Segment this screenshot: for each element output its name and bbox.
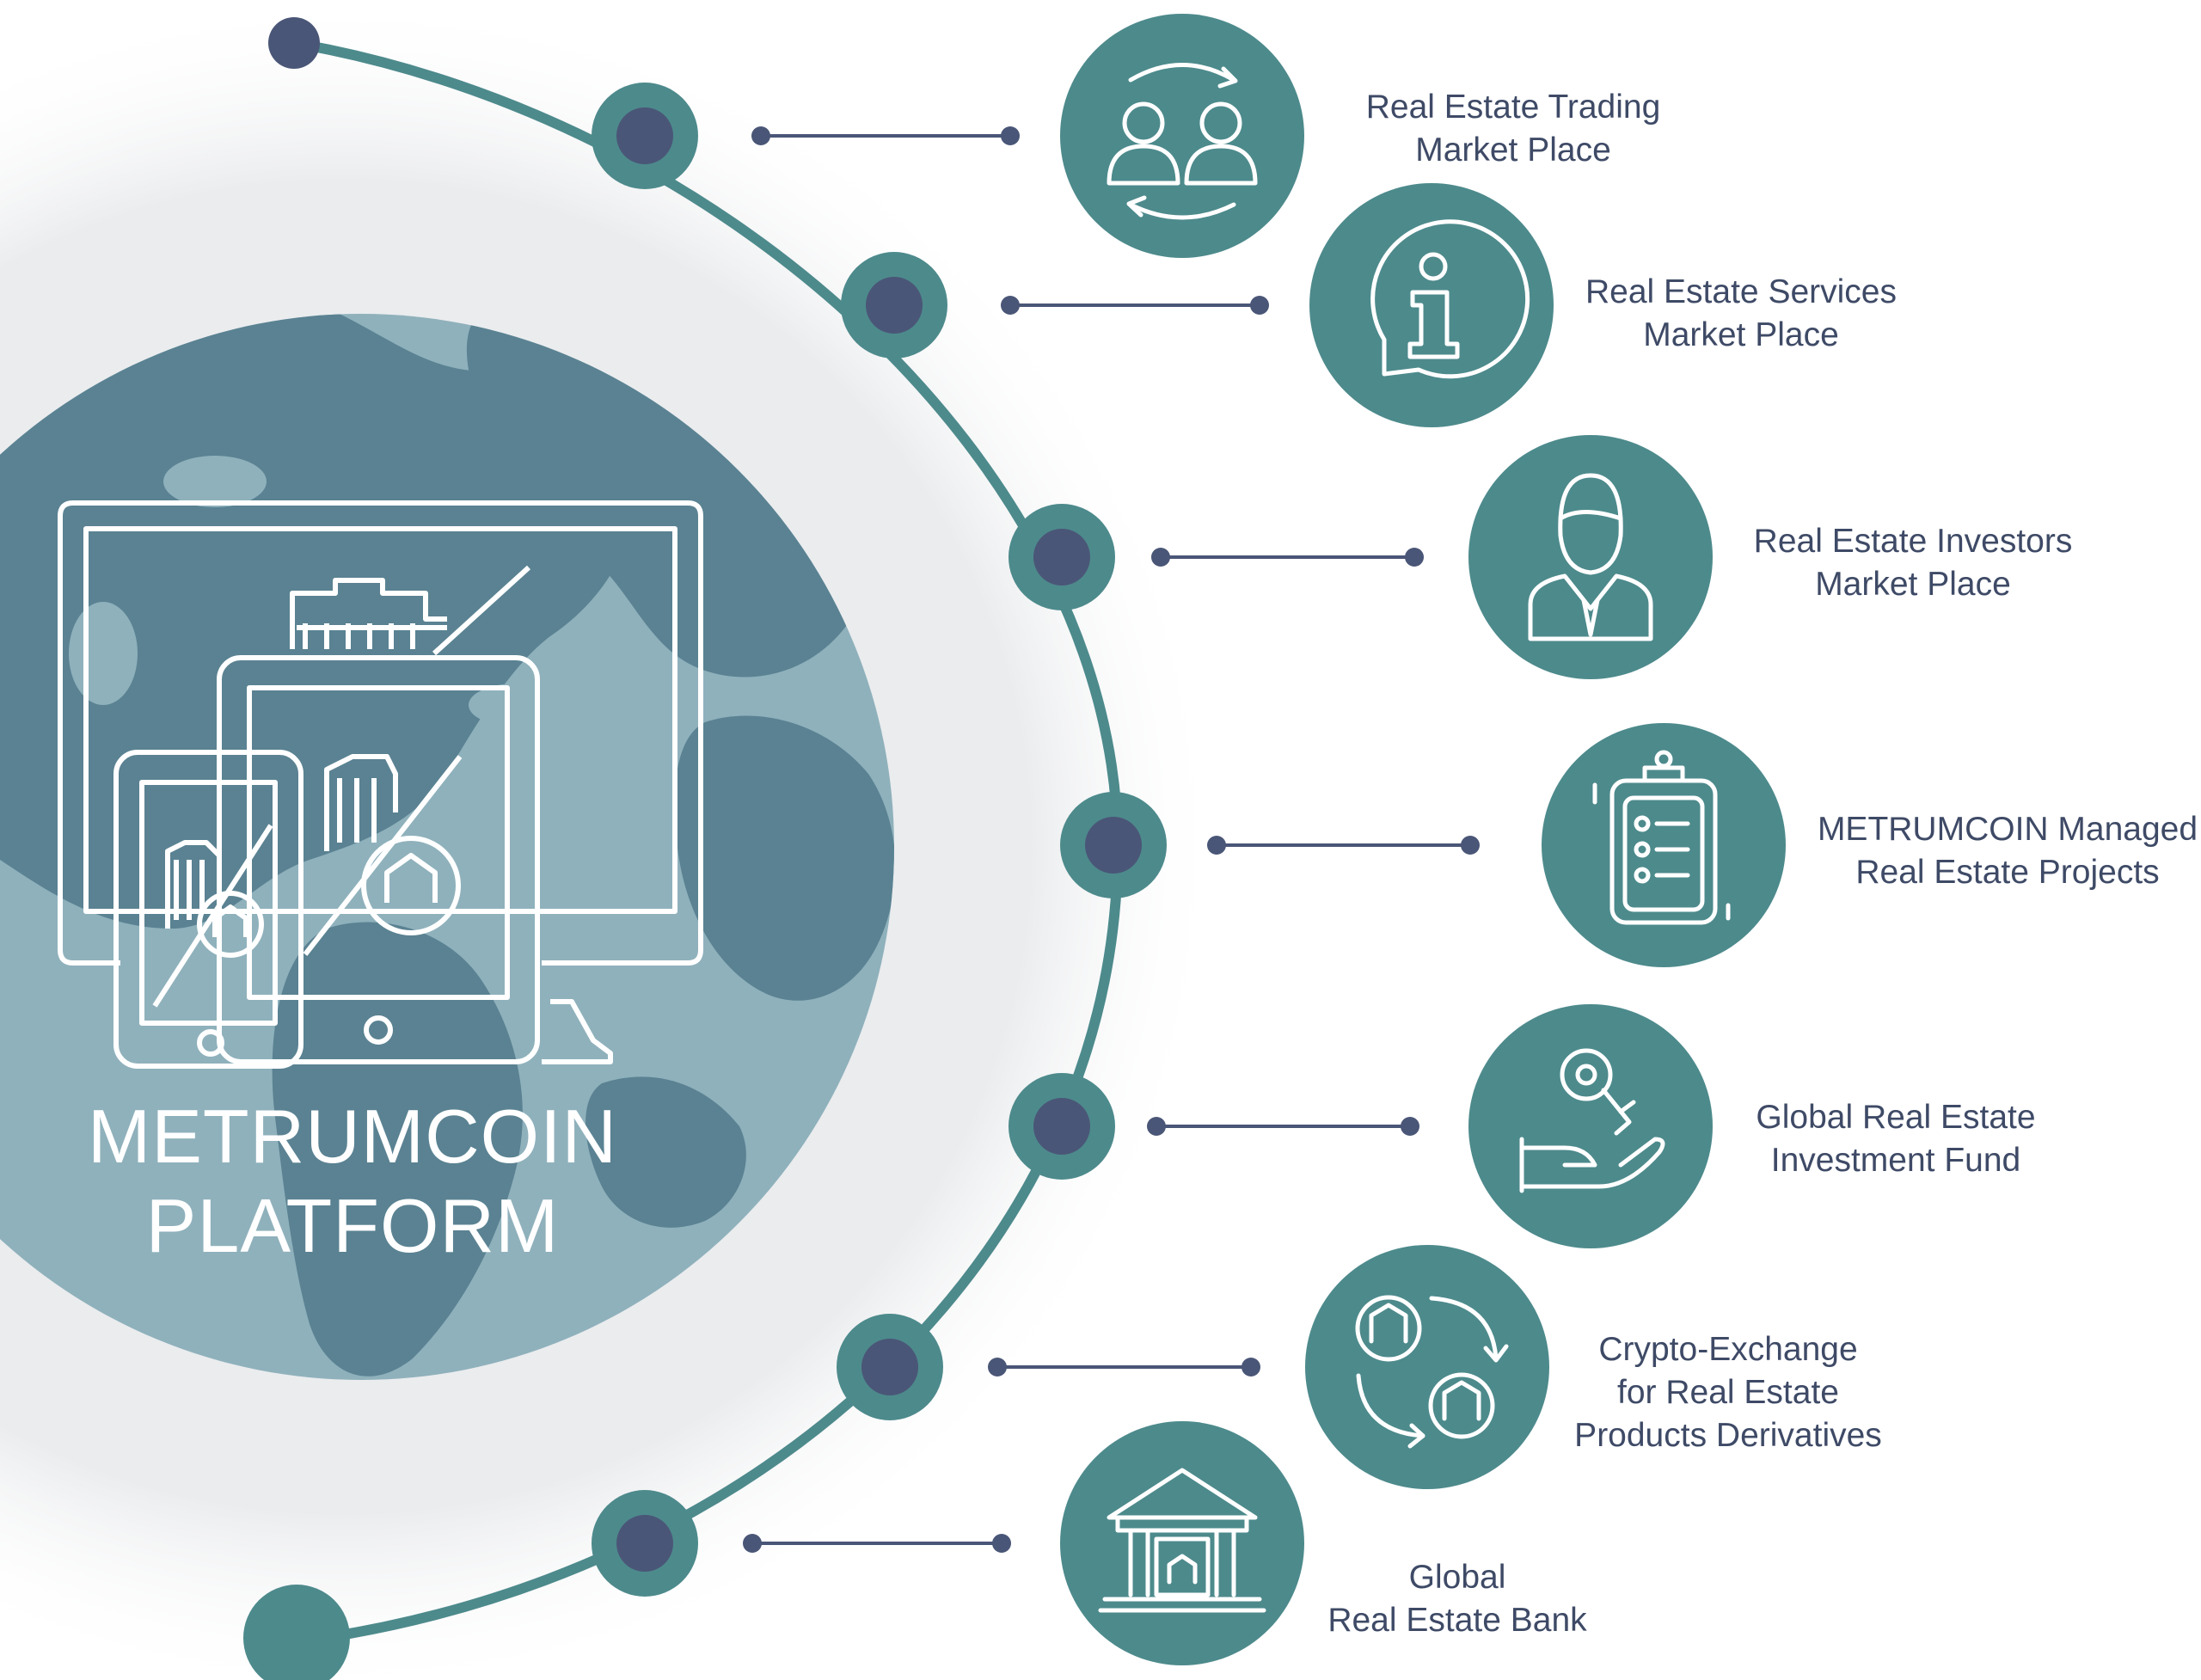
node-label-line: Real Estate Investors [1753, 523, 2073, 560]
traders-exchange-icon [1060, 14, 1304, 258]
investor-icon [1468, 435, 1713, 679]
node-label-line: Market Place [1415, 132, 1611, 169]
coin-exchange-icon [1305, 1245, 1549, 1489]
arc-node-dot [592, 1490, 698, 1597]
arc-node-dot [1060, 792, 1167, 898]
node-2 [841, 183, 1554, 427]
bank-building-icon [1060, 1421, 1304, 1665]
arc-node-dot [592, 83, 698, 189]
arc-end-dot [243, 1585, 350, 1680]
node-label-line: Products Derivatives [1574, 1417, 1882, 1454]
clipboard-checklist-icon [1542, 723, 1786, 967]
arc-node-dot [841, 252, 947, 359]
node-label-line: for Real Estate [1617, 1374, 1839, 1411]
platform-title-line-2: PLATFORM [145, 1183, 560, 1268]
node-label-line: Real Estate Bank [1327, 1602, 1587, 1639]
node-label-line: METRUMCOIN Managed [1817, 811, 2198, 848]
arc-node-dot [837, 1314, 943, 1420]
node-3 [1009, 435, 1713, 679]
connector-line [1151, 548, 1424, 567]
node-label-line: Global Real Estate [1756, 1099, 2036, 1136]
hand-key-icon [1468, 1004, 1713, 1248]
connector-line [751, 126, 1020, 145]
node-label-line: Crypto-Exchange [1598, 1331, 1858, 1368]
node-4 [1060, 723, 1786, 967]
node-label-line: Real Estate Trading [1365, 89, 1661, 126]
node-6 [837, 1245, 1549, 1489]
node-label-line: Market Place [1815, 566, 2011, 603]
info-bubble-icon [1309, 183, 1554, 427]
node-1 [592, 14, 1304, 258]
node-label-line: Real Estate Services [1585, 273, 1897, 310]
arc-node-dot [1009, 1073, 1115, 1180]
devices-illustration [58, 500, 703, 1069]
node-label-line: Global [1408, 1559, 1506, 1596]
connector-line [1147, 1117, 1419, 1136]
connector-line [743, 1534, 1011, 1553]
arc-start-dot [268, 17, 320, 69]
node-7 [592, 1421, 1304, 1665]
node-label-line: Investment Fund [1770, 1142, 2021, 1179]
connector-line [988, 1358, 1260, 1376]
node-5 [1009, 1004, 1713, 1248]
node-label-line: Real Estate Projects [1855, 854, 2160, 891]
node-label-line: Market Place [1643, 316, 1839, 353]
connector-line [1001, 296, 1269, 315]
connector-line [1207, 836, 1480, 855]
arc-node-dot [1009, 504, 1115, 610]
platform-title-line-1: METRUMCOIN [87, 1094, 618, 1179]
platform-title: METRUMCOIN PLATFORM [88, 1092, 617, 1271]
